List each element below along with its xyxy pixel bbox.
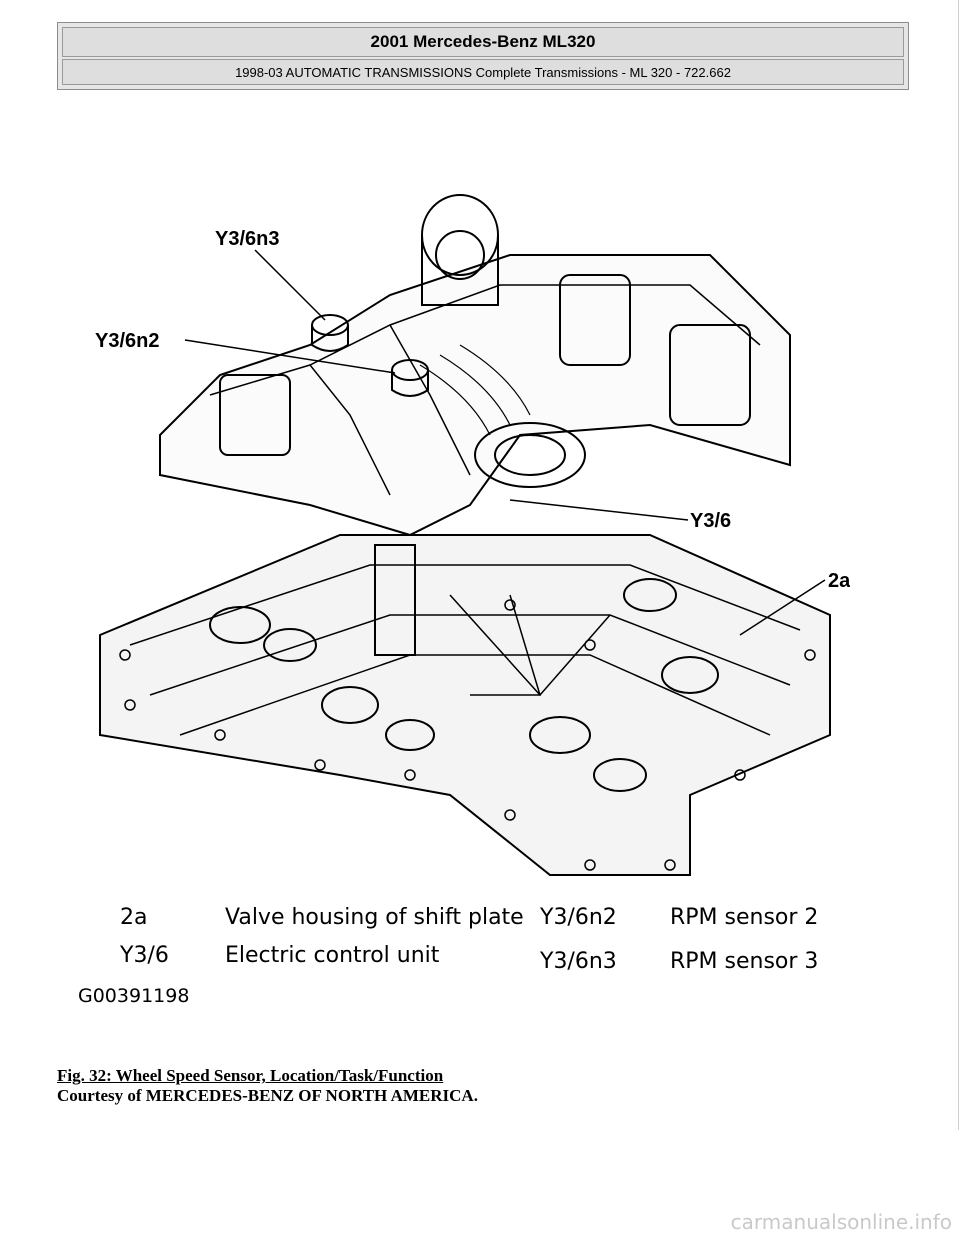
connector-plug: [421, 194, 499, 306]
callout-y36n2: Y3/6n2: [95, 330, 159, 352]
callout-y36n3: Y3/6n3: [215, 228, 279, 250]
site-watermark: carmanualsonline.info: [730, 1210, 952, 1234]
center-ring: [474, 422, 586, 488]
figure-caption: Fig. 32: Wheel Speed Sensor, Location/Ta…: [57, 1066, 478, 1106]
callout-y36: Y3/6: [690, 510, 731, 532]
callout-2a: 2a: [828, 570, 850, 592]
document-header: 2001 Mercedes-Benz ML320 1998-03 AUTOMAT…: [57, 22, 909, 90]
legend-desc: Electric control unit: [225, 943, 440, 968]
legend-code: Y3/6n2: [540, 905, 617, 930]
page-border: [958, 0, 959, 1130]
legend-code: 2a: [120, 905, 148, 930]
solenoid-left: [219, 374, 291, 456]
caption-credit: Courtesy of MERCEDES-BENZ OF NORTH AMERI…: [57, 1086, 478, 1105]
leader-2a: [739, 579, 826, 636]
valve-housing-plate: [99, 534, 831, 876]
solenoid-right-1: [559, 274, 631, 366]
legend-code: Y3/6n3: [540, 949, 617, 974]
legend-code: Y3/6: [120, 943, 169, 968]
transmission-valve-body-illustration: Y3/6n3 Y3/6n2 Y3/6 2a: [95, 194, 850, 876]
legend-desc: Valve housing of shift plate: [225, 905, 524, 930]
leader-y36n2: [184, 339, 396, 374]
leader-y36n3: [254, 249, 326, 321]
leader-y36: [509, 499, 689, 521]
rpm-sensor-3-body: [311, 314, 349, 352]
graphic-reference-code: G00391198: [78, 985, 190, 1007]
legend-desc: RPM sensor 3: [670, 949, 819, 974]
figure-legend: 2a Valve housing of shift plate Y3/6n2 R…: [120, 905, 860, 1005]
rpm-sensor-2-body: [391, 359, 429, 397]
electric-control-unit: [159, 254, 791, 537]
header-subtitle: 1998-03 AUTOMATIC TRANSMISSIONS Complete…: [62, 59, 904, 85]
header-title: 2001 Mercedes-Benz ML320: [62, 27, 904, 57]
mounting-bolts: [119, 599, 816, 871]
caption-title-link[interactable]: Fig. 32: Wheel Speed Sensor, Location/Ta…: [57, 1066, 444, 1085]
legend-desc: RPM sensor 2: [670, 905, 819, 930]
valve-spools: [209, 578, 719, 792]
solenoid-right-2: [669, 324, 751, 426]
